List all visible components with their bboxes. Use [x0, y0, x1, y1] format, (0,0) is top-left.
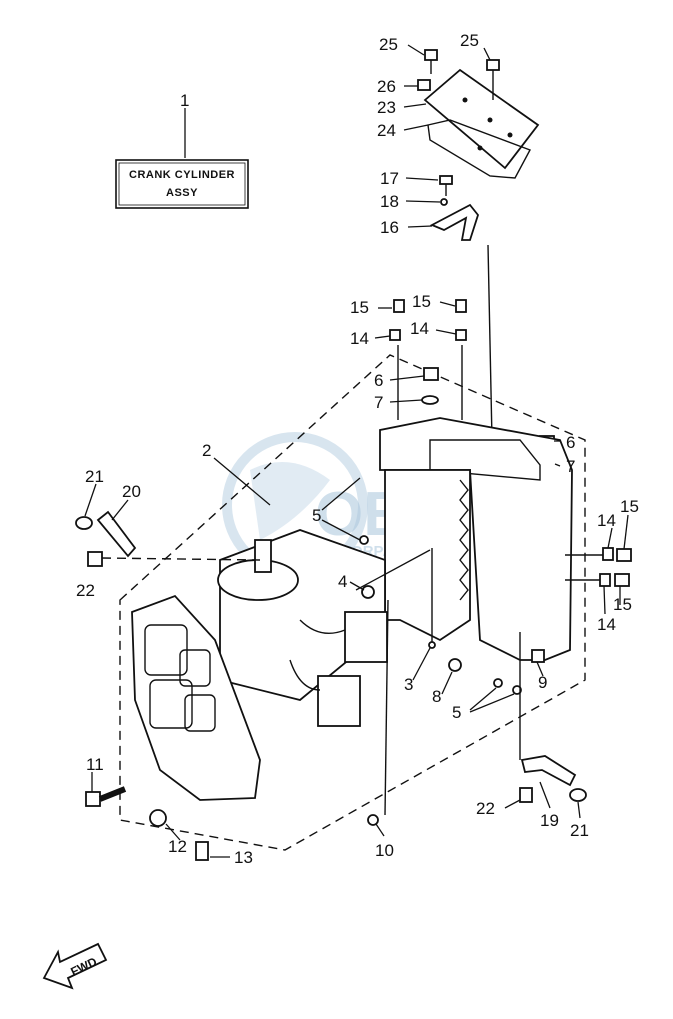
- bracket-14-right-lower: [599, 573, 611, 587]
- label-17: 17: [380, 169, 399, 188]
- bolt-25-left: [424, 49, 438, 74]
- label-14-mid: 14: [410, 319, 429, 338]
- assembly-name-line2: ASSY: [166, 187, 198, 199]
- bolt-15-mid: [455, 299, 467, 313]
- label-21-left: 21: [85, 467, 104, 486]
- bolt-25-right: [486, 59, 500, 100]
- bracket-14-right-upper: [602, 547, 614, 561]
- label-22-left: 22: [76, 581, 95, 600]
- label-18: 18: [380, 192, 399, 211]
- label-24: 24: [377, 121, 396, 140]
- label-25-left: 25: [379, 35, 398, 54]
- plug-6-upper: [423, 367, 439, 381]
- assembly-label: 1 CRANK CYLINDER ASSY: [115, 91, 249, 209]
- label-4: 4: [338, 572, 347, 591]
- plug-12: [149, 809, 167, 827]
- screw-22-left: [87, 551, 103, 567]
- label-26: 26: [377, 77, 396, 96]
- label-16: 16: [380, 218, 399, 237]
- washer-18: [440, 198, 448, 206]
- pin-3: [428, 641, 436, 649]
- label-14-right-upper: 14: [597, 511, 616, 530]
- bracket-14-left: [389, 329, 401, 341]
- plug-8: [448, 658, 462, 672]
- screw-22-right: [519, 787, 533, 803]
- label-22-right: 22: [476, 799, 495, 818]
- label-2: 2: [202, 441, 211, 460]
- pin-5-lower-b: [512, 685, 522, 695]
- label-15-right-upper: 15: [620, 497, 639, 516]
- assembly-item-number: 1: [180, 91, 189, 110]
- label-9: 9: [538, 673, 547, 692]
- part-labels: 25 25 26 23 24 17 18 16 15 15 14 14 6 7 …: [76, 31, 639, 867]
- label-13: 13: [234, 848, 253, 867]
- pin-10: [367, 814, 379, 826]
- assembly-name-line1: CRANK CYLINDER: [129, 169, 235, 181]
- clamp-16: [429, 203, 480, 241]
- label-19: 19: [540, 811, 559, 830]
- label-7-upper: 7: [374, 393, 383, 412]
- gasket-7-upper: [421, 395, 439, 405]
- fitting-9: [531, 649, 545, 663]
- dowel-13: [195, 841, 209, 861]
- hose-line: [487, 244, 493, 441]
- fitting-26: [417, 79, 431, 91]
- label-25-right: 25: [460, 31, 479, 50]
- plug-4: [361, 585, 375, 599]
- bolt-15-right-lower: [614, 573, 630, 587]
- bracket-14-mid: [455, 329, 467, 341]
- label-11: 11: [86, 755, 104, 774]
- label-14-left: 14: [350, 329, 369, 348]
- label-14-right-lower: 14: [597, 615, 616, 634]
- crankcase-flange: [131, 594, 261, 801]
- label-12: 12: [168, 837, 187, 856]
- label-21-right: 21: [570, 821, 589, 840]
- label-5-upper: 5: [312, 506, 321, 525]
- cylinder-block: [217, 417, 573, 727]
- hose-19: [520, 755, 577, 787]
- label-8: 8: [432, 687, 441, 706]
- pin-5-upper: [359, 535, 369, 545]
- bolt-15-left: [393, 299, 405, 313]
- label-15-right-lower: 15: [613, 595, 632, 614]
- label-3: 3: [404, 675, 413, 694]
- pin-5-lower-a: [493, 678, 503, 688]
- label-6-upper: 6: [374, 371, 383, 390]
- label-10: 10: [375, 841, 394, 860]
- assembly-outline: [119, 354, 586, 851]
- leader-lines: [84, 44, 629, 858]
- label-6-right: 6: [566, 433, 575, 452]
- bolt-17: [439, 175, 453, 196]
- bolt-11: [85, 786, 127, 807]
- hose-20: [96, 510, 137, 558]
- label-15-mid: 15: [412, 292, 431, 311]
- label-7-right: 7: [566, 457, 575, 476]
- exhaust-cover: [423, 68, 540, 179]
- label-5-lower: 5: [452, 703, 461, 722]
- bolt-15-right-upper: [616, 548, 632, 562]
- label-20: 20: [122, 482, 141, 501]
- label-15-left: 15: [350, 298, 369, 317]
- label-23: 23: [377, 98, 396, 117]
- cap-21-left: [75, 516, 93, 530]
- cap-21-right: [569, 788, 587, 802]
- forward-arrow-icon: FWD: [42, 942, 108, 990]
